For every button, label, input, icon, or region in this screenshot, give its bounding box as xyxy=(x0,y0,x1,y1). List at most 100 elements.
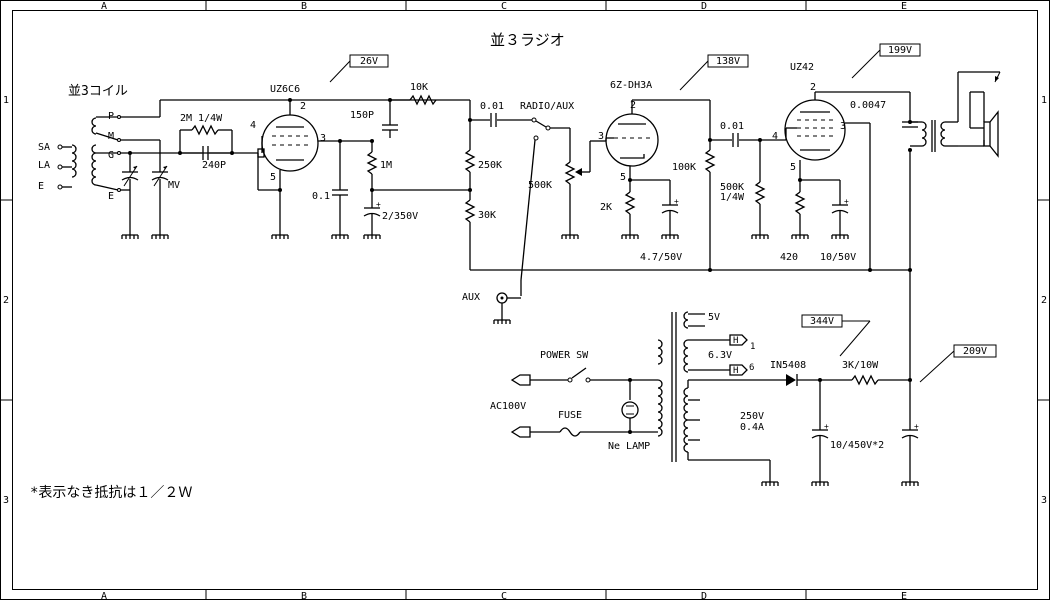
antenna-la: LA xyxy=(38,160,50,171)
antenna-sa: SA xyxy=(38,142,50,153)
label-0-0047: 0.0047 xyxy=(850,100,886,111)
grid-col-d-bottom: D xyxy=(701,591,707,600)
label-in5408: IN5408 xyxy=(770,360,806,371)
svg-text:138V: 138V xyxy=(716,56,740,67)
tube-name-uz6c6: UZ6C6 xyxy=(270,84,300,95)
svg-text:26V: 26V xyxy=(360,56,378,67)
pt-h6: 6 xyxy=(749,363,754,373)
coil-pin-e: E xyxy=(108,191,114,202)
label-aux: AUX xyxy=(462,292,480,303)
grid-col-e-top: E xyxy=(901,1,907,12)
tube-name-6z-dh3a: 6Z-DH3A xyxy=(610,80,652,91)
stage2-coupling: 100K 0.01 500K 1/4W xyxy=(672,100,786,270)
v1-pin-5: 5 xyxy=(270,172,276,183)
label-1m: 1M xyxy=(380,160,392,171)
grid-row-3-left: 3 xyxy=(3,495,9,506)
grid-row-2-right: 2 xyxy=(1041,295,1047,306)
label-vol-500k: 500K xyxy=(528,180,552,191)
mv-label: MV xyxy=(168,180,180,191)
svg-text:+: + xyxy=(674,197,679,206)
grid-row-1-left: 1 xyxy=(3,95,9,106)
label-fuse: FUSE xyxy=(558,410,582,421)
label-500k-watt: 1/4W xyxy=(720,192,745,203)
tube-uz6c6: UZ6C6 2 4 3 5 xyxy=(250,84,372,239)
label-420: 420 xyxy=(780,252,798,263)
radio-aux-switch-circuit: 0.01 RADIO/AUX AUX 500K xyxy=(462,101,606,324)
label-radio-aux: RADIO/AUX xyxy=(520,101,574,112)
label-150p: 150P xyxy=(350,110,374,121)
label-10k: 10K xyxy=(410,82,428,93)
coil-pin-m: M xyxy=(108,131,114,142)
tuning-varicap xyxy=(121,151,139,235)
svg-text:+: + xyxy=(376,200,381,209)
v2-pin-2: 2 xyxy=(630,100,636,111)
coil-section: 並3コイル P M G E SA LA E MV xyxy=(38,84,470,202)
antenna-e: E xyxy=(38,181,44,192)
grid-col-d-top: D xyxy=(701,1,707,12)
label-3k-10w: 3K/10W xyxy=(842,360,879,371)
label-grid-leak: 2M 1/4W xyxy=(180,113,223,124)
label-ac100v: AC100V xyxy=(490,401,526,412)
grid-labels: A B C D E A B C D E 1 2 3 1 2 3 xyxy=(3,1,1047,602)
label-5v: 5V xyxy=(708,312,720,323)
voltage-tag-209v: 209V xyxy=(919,344,997,383)
voltage-tag-199v: 199V xyxy=(851,43,921,79)
grid-col-b-top: B xyxy=(301,1,307,12)
tube-6z-dh3a: 6Z-DH3A 2 3 5 2K + 4.7/50V xyxy=(598,80,710,263)
pt-h6-letter: H xyxy=(733,366,738,376)
plate-decoupling: 10K 150P 0.1 1M + 2/350V xyxy=(312,82,470,239)
coil-name: 並3コイル xyxy=(68,84,128,99)
grid-row-1-right: 1 xyxy=(1041,95,1047,106)
svg-text:+: + xyxy=(914,422,919,431)
label-4-7-50v: 4.7/50V xyxy=(640,252,682,263)
output-transformer xyxy=(902,71,1001,382)
label-2-350v: 2/350V xyxy=(382,211,418,222)
ground-icon xyxy=(121,234,169,239)
grid-col-a-bottom: A xyxy=(101,591,107,600)
reaction-varicap xyxy=(151,162,169,235)
v1-pin-3: 3 xyxy=(320,133,326,144)
label-240p: 240P xyxy=(202,160,226,171)
label-30k: 30K xyxy=(478,210,496,221)
v3-pin-4: 4 xyxy=(772,131,778,142)
svg-text:209V: 209V xyxy=(963,346,987,357)
v3-pin-2: 2 xyxy=(810,82,816,93)
grid-col-c-top: C xyxy=(501,1,507,12)
grid-col-a-top: A xyxy=(101,1,107,12)
label-100k: 100K xyxy=(672,162,696,173)
label-2k: 2K xyxy=(600,202,612,213)
v3-pin-3: 3 xyxy=(840,121,846,132)
svg-text:199V: 199V xyxy=(888,45,912,56)
v1-pin-4: 4 xyxy=(250,120,256,131)
plate-load: 250K 30K xyxy=(464,100,912,272)
svg-text:+: + xyxy=(824,422,829,431)
label-0-01-b: 0.01 xyxy=(720,121,744,132)
voltage-tag-344v: 344V xyxy=(801,314,871,357)
pt-h1: 1 xyxy=(750,342,755,352)
tube-name-uz42: UZ42 xyxy=(790,62,814,73)
tube-uz42: UZ42 2 4 3 5 420 xyxy=(772,62,910,270)
label-500k: 500K xyxy=(720,182,744,193)
v1-pin-2: 2 xyxy=(300,101,306,112)
label-250v: 250V xyxy=(740,411,764,422)
label-0-01-a: 0.01 xyxy=(480,101,504,112)
label-10-50v: 10/50V xyxy=(820,252,856,263)
grid-row-3-right: 3 xyxy=(1041,495,1047,506)
coil-pin-g: G xyxy=(108,150,114,161)
svg-text:+: + xyxy=(844,197,849,206)
v3-pin-5: 5 xyxy=(790,162,796,173)
label-10-450v: 10/450V*2 xyxy=(830,440,884,451)
power-supply: AC100V POWER SW FUSE Ne LAMP 5V xyxy=(490,311,919,486)
v2-pin-5: 5 xyxy=(620,172,626,183)
voltage-tag-26v: 26V xyxy=(329,54,389,83)
voltage-tag-138v: 138V xyxy=(679,54,749,91)
grid-col-b-bottom: B xyxy=(301,591,307,600)
v2-pin-3: 3 xyxy=(598,131,604,142)
label-ne-lamp: Ne LAMP xyxy=(608,441,650,452)
label-power-sw: POWER SW xyxy=(540,350,589,361)
grid-row-2-left: 2 xyxy=(3,295,9,306)
grid-col-c-bottom: C xyxy=(501,591,507,600)
page-title: 並３ラジオ xyxy=(490,31,565,49)
